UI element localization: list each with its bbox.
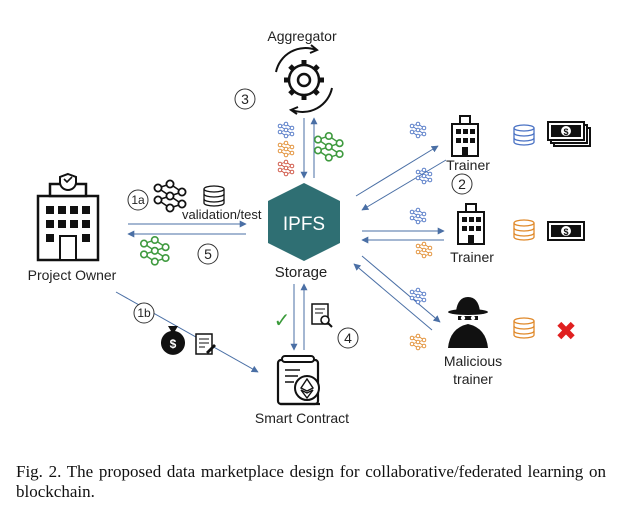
step-5-label: 5 (204, 246, 212, 262)
arrow-owner-to-contract (115, 291, 259, 373)
step-2-label: 2 (458, 176, 466, 192)
arrow-malicious-to-storage (353, 263, 433, 331)
arrow-storage-to-trainer1 (355, 145, 439, 197)
trainer1-label: Trainer (446, 157, 490, 173)
step-4-label: 4 (344, 330, 352, 346)
aggregator-node: Aggregator (267, 28, 337, 115)
project-owner-node: Project Owner (28, 172, 117, 283)
project-owner-label: Project Owner (28, 267, 117, 283)
contract-document-icon (195, 333, 216, 355)
office-building-icon (36, 172, 100, 262)
trainer1-building-icon (451, 115, 479, 157)
step-badge-1a: 1a (127, 189, 149, 211)
nn-green-result-icon (139, 235, 170, 266)
step-badge-5: 5 (197, 243, 219, 265)
validation-test-label: validation/test (182, 207, 262, 222)
nn-trainer1-upload-icon (409, 121, 427, 139)
malicious-database-icon (513, 317, 535, 339)
step-badge-3: 3 (234, 88, 256, 110)
nn-trainer2-upload-icon (409, 207, 427, 225)
rejected-cross-icon: ✖ (555, 317, 577, 347)
arrows (115, 117, 447, 373)
cash-bill-icon: $ (547, 221, 585, 241)
ipfs-hexagon (268, 183, 340, 261)
money-bag-dollar: $ (170, 337, 177, 351)
cash-bill-dollar: $ (563, 227, 568, 237)
arrow-trainer1-to-storage (361, 159, 447, 211)
trainer1-database-icon (513, 124, 535, 146)
nn-trainer2-model-icon (415, 241, 433, 259)
nn-orange-icon (277, 140, 295, 158)
trainer2-label: Trainer (450, 249, 494, 265)
step-3-label: 3 (241, 91, 249, 107)
smart-contract-icon (276, 355, 320, 406)
step-1b-label: 1b (137, 306, 151, 320)
arrow-storage-to-malicious (361, 255, 441, 323)
ipfs-storage-node: IPFS Storage (268, 183, 340, 281)
malicious-trainer-label-1: Malicious (444, 353, 502, 369)
step-badge-4: 4 (337, 327, 359, 349)
nn-black-icon (153, 179, 187, 213)
refresh-arrows-icon (275, 44, 333, 115)
aggregator-label: Aggregator (267, 28, 337, 44)
step-badge-1b: 1b (133, 302, 155, 324)
cash-stack-dollar: $ (563, 127, 568, 137)
nn-trainer1-model-icon (415, 167, 433, 185)
nn-green-aggregated-icon (313, 131, 344, 162)
step-1a-label: 1a (131, 193, 145, 207)
document-search-icon (311, 303, 333, 328)
nn-malicious-model-icon (409, 333, 427, 351)
trainer2-database-icon (513, 219, 535, 241)
step-badge-2: 2 (451, 173, 473, 195)
gear-icon (284, 60, 324, 100)
check-icon: ✓ (274, 308, 291, 332)
cash-stack-icon: $ (547, 121, 591, 147)
money-bag-icon: $ (161, 326, 185, 355)
nn-malicious-upload-icon (409, 287, 427, 305)
nn-red-icon (277, 159, 295, 177)
ipfs-logo-text: IPFS (283, 214, 325, 235)
database-icon (203, 185, 225, 207)
nn-blue-icon (277, 121, 295, 139)
malicious-trainer-label-2: trainer (453, 371, 493, 387)
storage-label: Storage (275, 264, 328, 281)
trainer2-building-icon (457, 203, 485, 245)
smart-contract-label: Smart Contract (255, 410, 349, 426)
figure-caption: Fig. 2. The proposed data marketplace de… (16, 462, 606, 501)
spy-icon (448, 297, 488, 348)
